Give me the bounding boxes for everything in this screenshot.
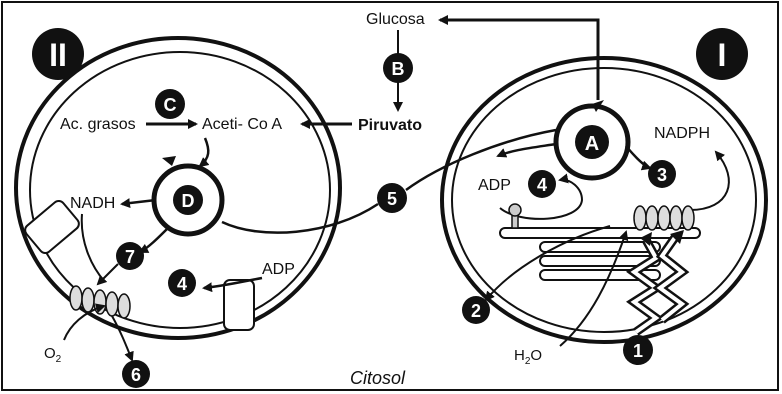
crista-bottom xyxy=(223,279,255,331)
process-c-label: C xyxy=(164,95,177,115)
calvin-cycle-arrowhead xyxy=(592,100,604,112)
step-1-label: 1 xyxy=(633,341,643,361)
process-b-badge xyxy=(383,53,413,83)
chloroplast-badge xyxy=(696,28,748,80)
nadph-label: NADPH xyxy=(654,125,710,142)
step-1-badge xyxy=(623,335,653,365)
step-2-badge xyxy=(462,296,490,324)
step-4-mito-badge xyxy=(168,269,196,297)
step-5-badge xyxy=(377,183,407,213)
step-3-badge xyxy=(648,160,676,188)
mitochondrion-badge xyxy=(32,28,84,80)
light-ray-right-inner xyxy=(656,234,686,322)
calvin-to-adp-arrow xyxy=(496,142,557,158)
crista-left xyxy=(24,200,80,254)
cytosol-label: Citosol xyxy=(350,368,406,388)
adp-mito-arrow xyxy=(202,276,263,293)
step-6-label: 6 xyxy=(131,365,141,385)
calvin-to-glucose-arrow xyxy=(438,15,600,100)
oxygen-arrow xyxy=(63,303,106,341)
nadh-label: NADH xyxy=(70,195,115,212)
step-2-label: 2 xyxy=(471,301,481,321)
step-7-label: 7 xyxy=(125,247,135,267)
process-a-badge xyxy=(575,125,609,159)
krebs-to-step5-line xyxy=(221,202,379,234)
nadh-to-chain-curve xyxy=(80,213,106,283)
step-5-label: 5 xyxy=(387,189,397,209)
light-arrowhead-right xyxy=(670,230,684,244)
process-b-label: B xyxy=(392,59,405,79)
mitochondrion-outer-membrane xyxy=(14,36,342,340)
step-4-chloro-label: 4 xyxy=(537,175,547,195)
acetyl-to-krebs-arrow xyxy=(198,137,210,168)
acetyl-coa-label: Aceti- Co A xyxy=(202,116,282,133)
glucose-label: Glucosa xyxy=(366,11,425,28)
krebs-to-step7-arrow xyxy=(138,227,169,254)
chloro-to-step5-line xyxy=(405,128,557,192)
thylakoid-to-adp-curve xyxy=(499,173,584,220)
krebs-cycle-arrowhead xyxy=(162,156,176,166)
mitochondrion-inner-membrane xyxy=(29,51,331,329)
step7-to-synthase-arrow xyxy=(96,263,119,286)
chloro-atp-synthase xyxy=(508,203,522,229)
photosystem-complex xyxy=(633,205,695,231)
step-3-label: 3 xyxy=(657,165,667,185)
process-a-label: A xyxy=(585,133,599,155)
water-label: H2O xyxy=(514,347,542,367)
step-6-badge xyxy=(122,360,150,388)
thylakoid-to-step2-arrow xyxy=(484,225,611,302)
calvin-to-step3-arrow xyxy=(625,145,652,171)
step-4-chloro-badge xyxy=(528,170,556,198)
chloroplast-inner-membrane xyxy=(451,67,757,333)
process-d-badge xyxy=(173,185,203,215)
synthase-to-step6-arrow xyxy=(111,315,134,362)
adp-mito-label: ADP xyxy=(262,261,295,278)
oxygen-label: O2 xyxy=(44,345,62,365)
krebs-to-nadh-arrow xyxy=(120,198,157,209)
thylakoid-stack xyxy=(499,227,701,281)
adp-chloro-label: ADP xyxy=(478,177,511,194)
process-d-label: D xyxy=(182,191,195,211)
chloroplast-label: I xyxy=(718,37,727,73)
water-to-thylakoid-arrow xyxy=(559,230,629,347)
pyruvate-label: Piruvato xyxy=(358,117,422,134)
light-ray-left-inner xyxy=(630,239,660,334)
mito-atp-synthase xyxy=(69,285,131,319)
step-4-mito-label: 4 xyxy=(177,274,187,294)
step-7-badge xyxy=(116,242,144,270)
mitochondrion-label: II xyxy=(49,37,67,73)
chloroplast-outer-membrane xyxy=(440,56,768,344)
fatty-acids-label: Ac. grasos xyxy=(60,116,136,133)
process-c-badge xyxy=(155,89,185,119)
light-arrowhead-left xyxy=(640,232,652,246)
thylakoid-to-nadph-curve xyxy=(689,150,730,211)
